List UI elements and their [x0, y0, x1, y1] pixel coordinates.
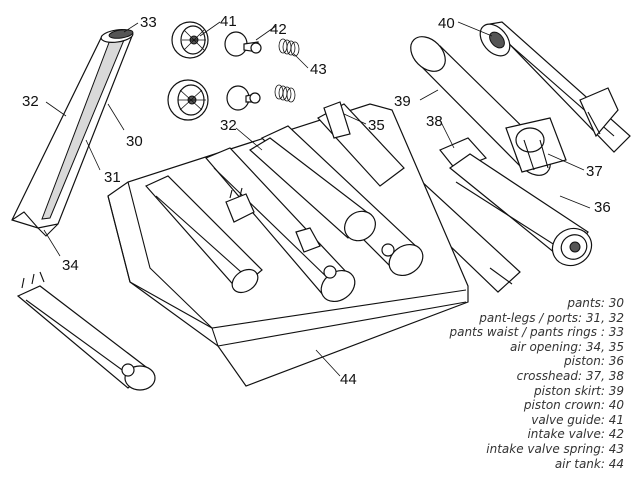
callout-42: 42 — [270, 21, 287, 38]
valve-parts — [167, 21, 300, 121]
callout-32-second: 32 — [220, 117, 237, 134]
piston-part — [449, 153, 593, 267]
callout-35: 35 — [368, 117, 385, 134]
legend-item: air opening: 34, 35 — [510, 339, 624, 354]
legend-item: valve guide: 41 — [531, 412, 624, 427]
tank-channels — [145, 101, 424, 303]
legend-item: air tank: 44 — [554, 456, 624, 471]
parts-legend: pants: 30 pant-legs / ports: 31, 32 pant… — [449, 296, 624, 471]
legend-item: piston skirt: 39 — [534, 383, 624, 398]
callout-40: 40 — [438, 15, 455, 32]
pants-part — [11, 29, 134, 237]
callout-33: 33 — [140, 14, 157, 31]
legend-item: piston crown: 40 — [523, 398, 624, 413]
callout-numbers: 33 32 30 31 34 32 35 38 37 36 39 40 41 4… — [22, 13, 611, 388]
callout-44: 44 — [340, 371, 357, 388]
callout-36: 36 — [594, 199, 611, 216]
legend-item: pants waist / pants rings : 33 — [449, 325, 624, 340]
legend-item: intake valve spring: 43 — [486, 441, 624, 456]
callout-39: 39 — [394, 93, 411, 110]
callout-37: 37 — [586, 163, 603, 180]
callout-30: 30 — [126, 133, 143, 150]
legend-item: intake valve: 42 — [527, 427, 624, 442]
legend-item: crosshead: 37, 38 — [516, 368, 624, 383]
callout-32: 32 — [22, 93, 39, 110]
piston-crown-part — [479, 21, 631, 153]
crosshead-part — [439, 117, 567, 173]
legend-item: pant-legs / ports: 31, 32 — [479, 310, 624, 325]
legend-item: pants: 30 — [567, 296, 624, 310]
callout-31: 31 — [104, 169, 121, 186]
callout-43: 43 — [310, 61, 327, 78]
callout-38: 38 — [426, 113, 443, 130]
separate-channel-part — [16, 271, 156, 391]
legend-item: piston: 36 — [564, 354, 624, 369]
callout-34: 34 — [62, 257, 79, 274]
callout-41: 41 — [220, 13, 237, 30]
leader-lines — [43, 21, 591, 377]
